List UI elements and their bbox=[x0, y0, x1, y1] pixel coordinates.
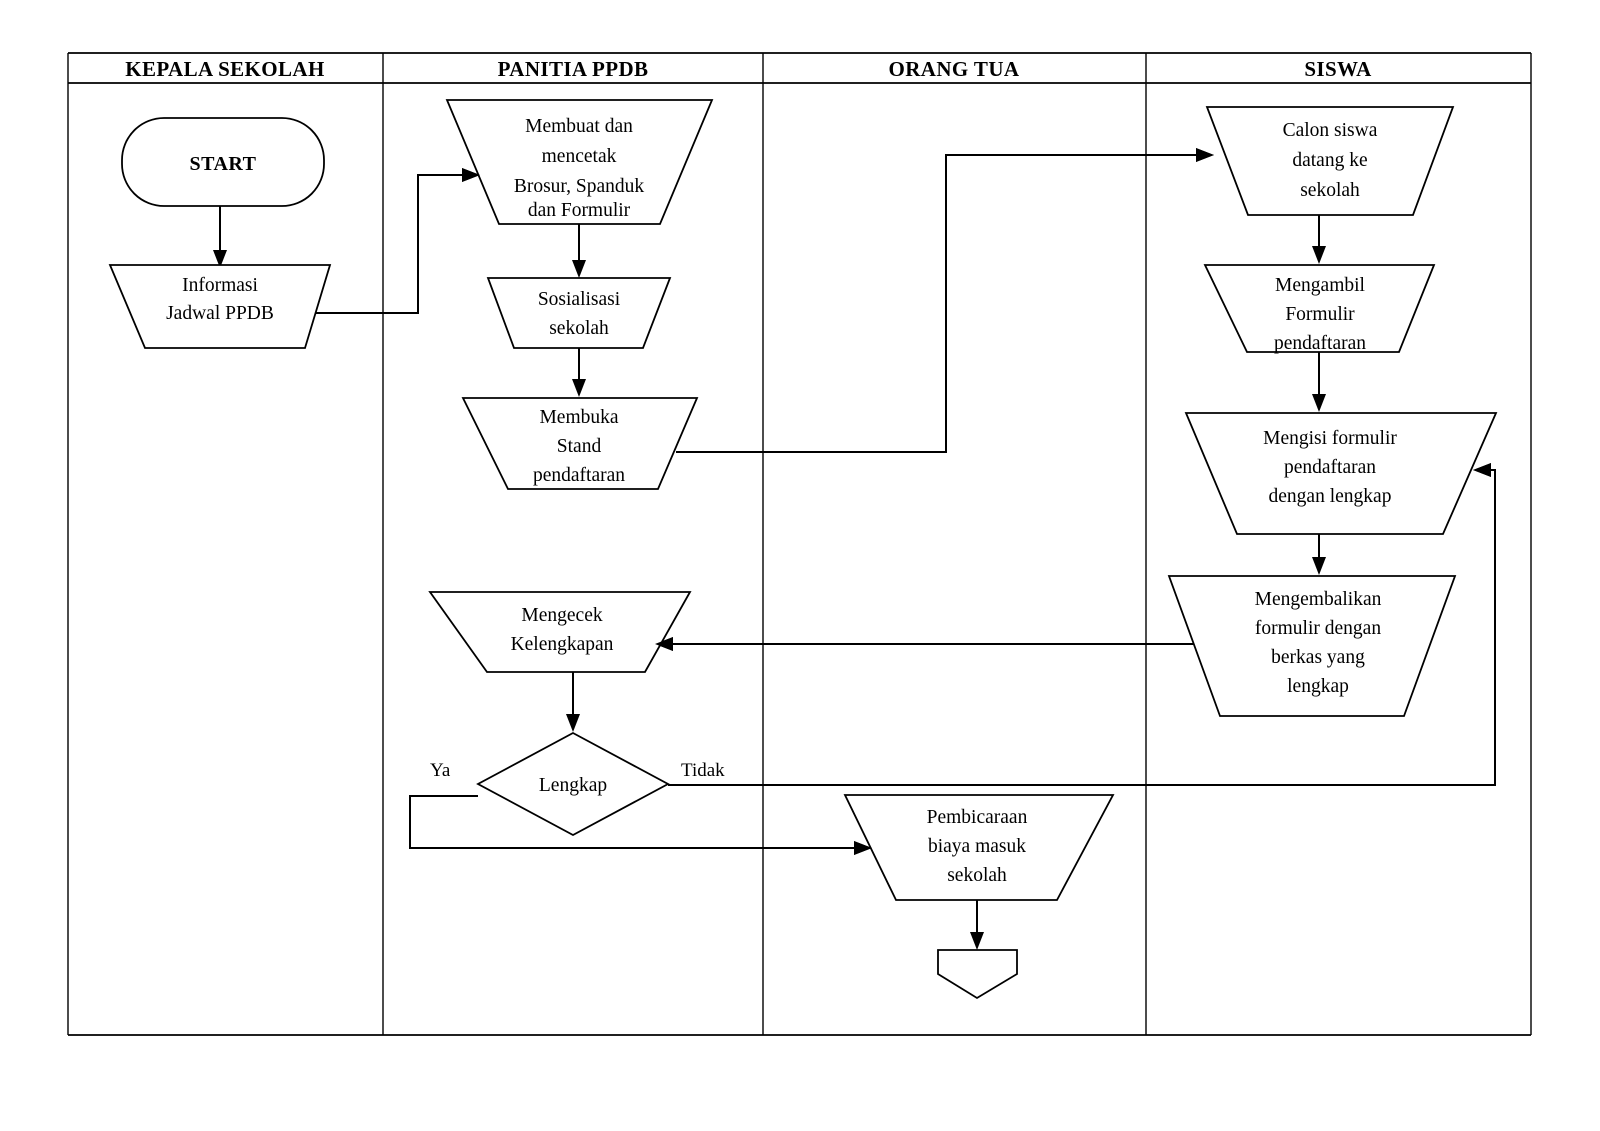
connector-pembicaraan-to-end bbox=[970, 900, 984, 950]
node-mengambil-formulir[interactable]: Mengambil Formulir pendaftaran bbox=[1203, 264, 1436, 354]
mengambil-line3: pendaftaran bbox=[1274, 333, 1366, 354]
membuat-line1: Membuat dan bbox=[525, 116, 633, 137]
mengecek-shape[interactable] bbox=[428, 591, 692, 673]
mengembalikan-line1: Mengembalikan bbox=[1255, 589, 1382, 610]
node-calon-siswa[interactable]: Calon siswa datang ke sekolah bbox=[1205, 106, 1455, 216]
mengecek-line2: Kelengkapan bbox=[511, 634, 614, 655]
calon-siswa-line1: Calon siswa bbox=[1283, 120, 1378, 141]
calon-siswa-line2: datang ke bbox=[1292, 150, 1367, 171]
lengkap-shape[interactable] bbox=[476, 731, 670, 837]
node-membuat-mencetak[interactable]: Membuat dan mencetak Brosur, Spanduk dan… bbox=[445, 99, 714, 225]
mengembalikan-line2: formulir dengan bbox=[1255, 618, 1381, 639]
calon-siswa-shape[interactable] bbox=[1205, 106, 1455, 216]
membuka-shape[interactable] bbox=[461, 397, 699, 490]
membuat-line2: mencetak bbox=[542, 146, 617, 167]
connector-informasi-to-membuat bbox=[305, 168, 480, 314]
edge-label-ya: Ya bbox=[430, 760, 451, 781]
node-pembicaraan-biaya[interactable]: Pembicaraan biaya masuk sekolah bbox=[843, 794, 1115, 901]
membuat-line4: dan Formulir bbox=[528, 200, 631, 221]
node-membuka-stand[interactable]: Membuka Stand pendaftaran bbox=[461, 397, 699, 490]
lane-header-panitia-ppdb: PANITIA PPDB bbox=[498, 57, 649, 81]
mengisi-line1: Mengisi formulir bbox=[1263, 428, 1397, 449]
connector-mengecek-to-lengkap bbox=[566, 672, 580, 732]
connector-mengambil-to-mengisi bbox=[1312, 352, 1326, 412]
calon-siswa-line3: sekolah bbox=[1300, 180, 1360, 201]
mengisi-shape[interactable] bbox=[1184, 412, 1498, 535]
node-mengecek-kelengkapan[interactable]: Mengecek Kelengkapan bbox=[428, 591, 692, 673]
lane-headers: KEPALA SEKOLAH PANITIA PPDB ORANG TUA SI… bbox=[125, 57, 1372, 81]
start-shape[interactable] bbox=[121, 117, 325, 207]
membuat-shape[interactable] bbox=[445, 99, 714, 225]
sosialisasi-line1: Sosialisasi bbox=[538, 289, 621, 310]
edge-label-tidak: Tidak bbox=[681, 760, 725, 781]
informasi-line1: Informasi bbox=[182, 275, 258, 296]
pembicaraan-line3: sekolah bbox=[947, 865, 1007, 886]
lengkap-label: Lengkap bbox=[539, 775, 607, 796]
node-sosialisasi-sekolah[interactable]: Sosialisasi sekolah bbox=[486, 277, 672, 349]
lane-header-siswa: SISWA bbox=[1304, 57, 1372, 81]
node-end-connector[interactable] bbox=[937, 949, 1018, 1000]
connector-mengembalikan-to-mengecek bbox=[655, 637, 1222, 651]
lane-header-orang-tua: ORANG TUA bbox=[889, 57, 1020, 81]
node-start[interactable]: START bbox=[121, 117, 325, 207]
mengisi-line2: pendaftaran bbox=[1284, 457, 1376, 478]
node-mengembalikan-formulir[interactable]: Mengembalikan formulir dengan berkas yan… bbox=[1167, 575, 1457, 717]
node-mengisi-formulir[interactable]: Mengisi formulir pendaftaran dengan leng… bbox=[1184, 412, 1498, 535]
informasi-shape[interactable] bbox=[108, 264, 332, 349]
sosialisasi-shape[interactable] bbox=[486, 277, 672, 349]
mengisi-line3: dengan lengkap bbox=[1269, 486, 1392, 507]
connector-start-to-informasi bbox=[213, 206, 227, 268]
membuat-line3: Brosur, Spanduk bbox=[514, 176, 645, 197]
membuka-line1: Membuka bbox=[539, 407, 618, 428]
pembicaraan-line1: Pembicaraan bbox=[927, 807, 1028, 828]
node-informasi-jadwal[interactable]: Informasi Jadwal PPDB bbox=[108, 264, 332, 349]
connector-calon-to-mengambil bbox=[1312, 215, 1326, 264]
connector-sosialisasi-to-membuka bbox=[572, 348, 586, 397]
membuka-line2: Stand bbox=[557, 436, 602, 457]
connector-membuka-to-calon-siswa bbox=[676, 148, 1214, 453]
mengecek-line1: Mengecek bbox=[521, 605, 602, 626]
pembicaraan-shape[interactable] bbox=[843, 794, 1115, 901]
connector-overlays bbox=[462, 148, 1491, 855]
connector-membuat-to-sosialisasi bbox=[572, 224, 586, 278]
end-shape[interactable] bbox=[937, 949, 1018, 1000]
mengembalikan-line3: berkas yang bbox=[1271, 647, 1365, 668]
pembicaraan-line2: biaya masuk bbox=[928, 836, 1026, 857]
connector-lengkap-ya-to-pembicaraan bbox=[409, 795, 872, 855]
start-label: START bbox=[189, 153, 256, 175]
sosialisasi-line2: sekolah bbox=[549, 318, 609, 339]
mengembalikan-line4: lengkap bbox=[1287, 676, 1349, 697]
mengembalikan-shape[interactable] bbox=[1167, 575, 1457, 717]
informasi-line2: Jadwal PPDB bbox=[166, 303, 274, 324]
node-lengkap-decision[interactable]: Lengkap bbox=[476, 731, 670, 837]
swimlane-frame bbox=[67, 52, 1532, 1036]
mengambil-line2: Formulir bbox=[1285, 304, 1355, 325]
lane-header-kepala-sekolah: KEPALA SEKOLAH bbox=[125, 57, 325, 81]
mengambil-line1: Mengambil bbox=[1275, 275, 1365, 296]
membuka-line3: pendaftaran bbox=[533, 465, 625, 486]
mengambil-shape[interactable] bbox=[1203, 264, 1436, 353]
